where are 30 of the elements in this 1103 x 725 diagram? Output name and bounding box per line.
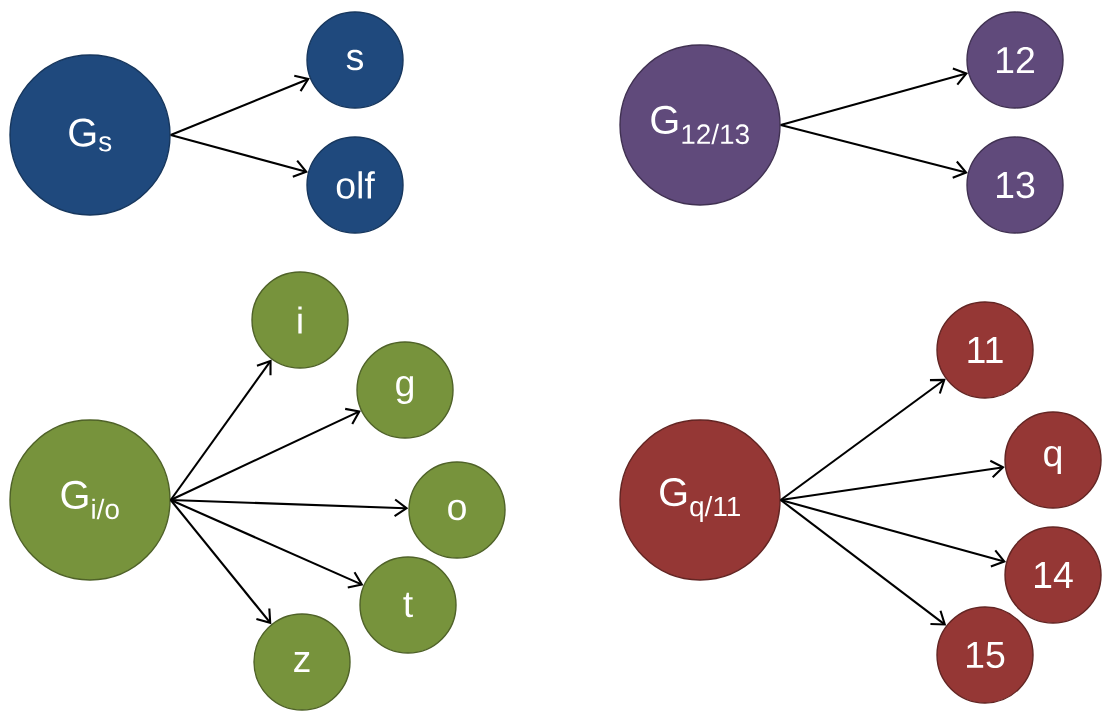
arrow <box>170 499 364 589</box>
circle-node: q <box>1004 411 1102 509</box>
arrow <box>780 123 968 179</box>
circle-node: 12 <box>966 11 1064 109</box>
arrow <box>780 67 969 126</box>
arrow <box>170 407 361 501</box>
circle-node: G$_{i/o}$ <box>9 419 171 581</box>
circle-node: 11 <box>936 301 1034 399</box>
circle-node: 13 <box>966 136 1064 234</box>
circle-node: 15 <box>936 606 1034 704</box>
arrow <box>170 74 310 136</box>
circle-node: s <box>306 11 404 109</box>
arrow <box>780 499 1007 568</box>
circle-node: olf <box>306 136 404 234</box>
circle-node: t <box>359 556 457 654</box>
circle-node: G$_{q/11}$ <box>619 419 781 581</box>
arrow <box>169 499 272 625</box>
arrow <box>780 378 946 501</box>
circle-node: 14 <box>1004 526 1102 624</box>
arrow <box>169 359 272 501</box>
arrow <box>780 499 947 626</box>
arrow <box>170 134 308 178</box>
circle-node: z <box>253 613 351 711</box>
arrow <box>780 459 1005 502</box>
circle-node: G$_{s}$ <box>9 54 171 216</box>
circle-node: o <box>408 461 506 559</box>
circle-node: G$_{12/13}$ <box>619 44 781 206</box>
arrow <box>170 498 409 518</box>
circle-node: i <box>251 271 349 369</box>
circle-node: g <box>356 341 454 439</box>
